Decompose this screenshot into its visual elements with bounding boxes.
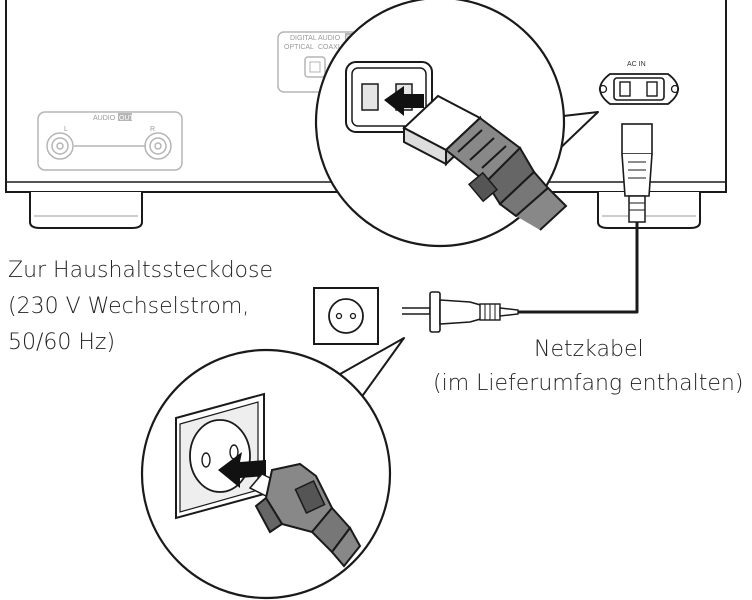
- left-channel-label: L: [64, 126, 68, 133]
- analog-audio-out-block: AUDIO OUT L R: [37, 111, 183, 171]
- optical-port: [304, 56, 326, 78]
- ac-in-screw-right: [670, 84, 680, 94]
- schuko-plug-zoomed: [248, 462, 362, 568]
- insert-arrow-outlet: [218, 452, 266, 488]
- zoom-callout-iec: [314, 0, 599, 248]
- audio-label: AUDIO: [93, 115, 116, 122]
- outlet-label-line2: (230 V Wechselstrom,: [8, 294, 250, 319]
- audio-badge-bg: [118, 113, 132, 121]
- schuko-plug-small: [402, 291, 519, 333]
- outlet-label-line3: 50/60 Hz): [8, 330, 116, 355]
- iec-plug-zoomed: [402, 94, 568, 231]
- callout-outlet-pointer-cover: [327, 386, 355, 408]
- digital-audio-label: DIGITAL AUDIO: [290, 35, 341, 42]
- ac-in-pin-right: [646, 81, 658, 97]
- wall-outlet-small: [313, 287, 379, 345]
- ac-in-pin-left: [619, 81, 631, 97]
- outlet-label-line1: Zur Haushaltssteckdose: [8, 258, 273, 283]
- right-channel-label: R: [150, 126, 155, 133]
- cable-label-line1: Netzkabel: [534, 337, 644, 362]
- cable-label-line2: (im Lieferumfang enthalten): [433, 371, 744, 396]
- zoom-callout-outlet: [140, 337, 405, 600]
- power-cable: [518, 222, 639, 314]
- rca-jack-right: [144, 132, 172, 160]
- audio-box: [37, 111, 183, 171]
- optical-label: OPTICAL: [284, 44, 314, 51]
- rca-jack-left: [46, 132, 74, 160]
- audio-badge: OUT: [119, 115, 135, 122]
- optical-port-inner: [309, 61, 321, 73]
- ac-in-socket: AC IN: [598, 61, 680, 105]
- device-foot-right: [597, 192, 701, 229]
- iec-plug-small: [621, 123, 653, 223]
- ac-in-body: [613, 77, 665, 101]
- ac-in-screw-left: [598, 84, 608, 94]
- ac-in-label: AC IN: [627, 61, 646, 68]
- insert-arrow-iec: [384, 86, 424, 116]
- device-foot-left: [29, 192, 143, 229]
- coaxial-label: COAXIAL: [318, 44, 348, 51]
